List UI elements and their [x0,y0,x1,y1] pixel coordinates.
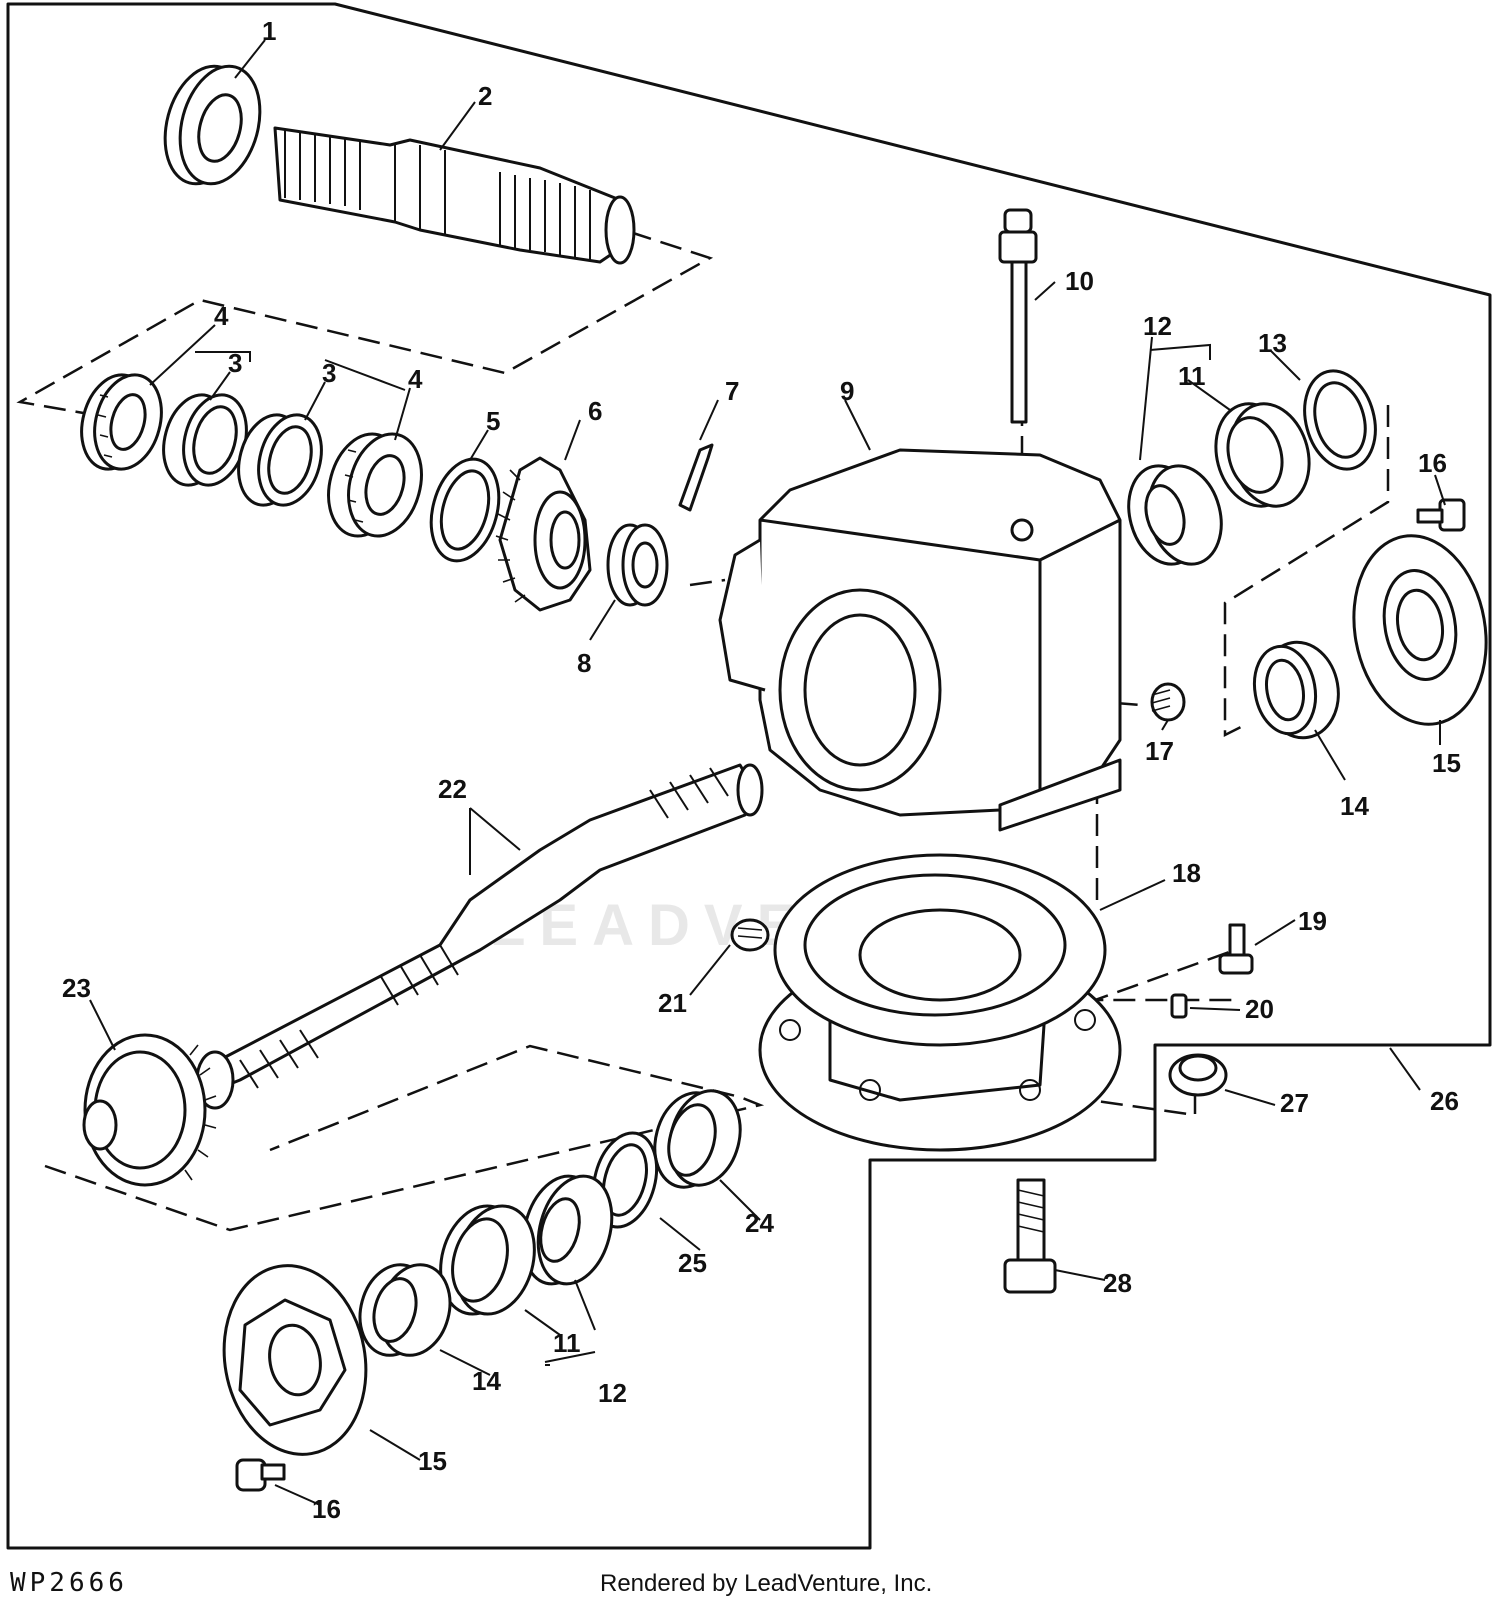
callout-4-right: 4 [408,364,423,394]
callout-14-upper: 14 [1340,791,1369,821]
part-18-base-adapter [758,853,1122,1152]
figure-code: WP2666 [10,1568,128,1598]
callout-15-lower: 15 [418,1446,447,1476]
callout-14-lower: 14 [472,1366,501,1396]
part-13-shim [1303,369,1377,471]
callout-17: 17 [1145,736,1174,766]
callout-3-left: 3 [228,348,242,378]
part-15-flange-lower [222,1264,368,1456]
part-2-input-shaft [273,126,636,265]
callout-11-lower: 11 [553,1328,581,1358]
callout-13: 13 [1258,328,1287,358]
callout-16-lower: 16 [312,1494,341,1524]
leader-lines [89,39,1446,1506]
callout-1: 1 [262,16,276,46]
callout-12-upper: 12 [1143,311,1172,341]
part-1-bearing-ring [163,64,262,186]
callout-8: 8 [577,648,591,678]
part-28-cap-screw [1003,1178,1057,1294]
callout-5: 5 [486,406,500,436]
callout-28: 28 [1103,1268,1132,1298]
part-16-cap-screw-lower [235,1458,286,1492]
part-19-bolt [1218,923,1254,975]
callout-27: 27 [1280,1088,1309,1118]
callout-12-lower: 12 [598,1378,627,1408]
callout-22: 22 [438,774,467,804]
render-credit: Rendered by LeadVenture, Inc. [600,1570,933,1597]
part-12-bearing-cone-upper [1127,464,1223,566]
part-11-bearing-cup-lower [439,1204,536,1316]
callout-9: 9 [840,376,854,406]
callout-19: 19 [1298,906,1327,936]
part-20-dowel-pin [1170,993,1188,1019]
part-27-lock-nut [1168,1053,1228,1097]
callout-4-left: 4 [214,301,229,331]
part-4-bearing-cone-left [80,373,163,471]
part-3-bearing-cup-left [162,393,248,487]
assembly-boundary-line [6,2,1492,1550]
dashed-guide-lines [16,230,1390,1232]
callout-20: 20 [1245,994,1274,1024]
part-4-bearing-cone-right [327,432,423,538]
callout-2: 2 [478,81,492,111]
part-9-gearbox-housing [718,448,1122,832]
callout-6: 6 [588,396,602,426]
part-7-cotter-pin [678,443,714,512]
callout-26: 26 [1430,1086,1459,1116]
part-11-bearing-cup-upper [1214,402,1311,508]
callout-24: 24 [745,1208,774,1238]
part-12-bearing-cone-lower [521,1174,614,1286]
part-17-plug [1150,682,1186,722]
part-23-bevel-gear [82,1033,217,1187]
part-3-bearing-cup-right [237,413,323,507]
callout-15-upper: 15 [1432,748,1461,778]
callout-25: 25 [678,1248,707,1278]
callout-23: 23 [62,973,91,1003]
part-8-castle-nut [606,523,669,607]
callout-16-upper: 16 [1418,448,1447,478]
part-22-output-shaft [195,763,764,1110]
part-15-flange-upper [1352,534,1488,726]
part-14-seal-lower [358,1263,452,1357]
part-14-seal-upper [1252,640,1340,740]
callout-18: 18 [1172,858,1201,888]
callout-labels: 1 2 4 3 3 4 5 6 7 8 9 10 12 11 13 16 17 … [62,16,1461,1524]
part-16-cap-screw-upper [1416,498,1466,532]
part-6-bevel-gear [495,456,592,612]
callout-3-right: 3 [322,358,336,388]
part-24-bearing-cup-lower [653,1089,742,1189]
callout-11-upper: 11 [1178,361,1206,391]
callout-21: 21 [658,988,687,1018]
part-10-dipstick [998,208,1038,424]
part-21-grease-fitting [730,918,770,952]
callout-7: 7 [725,376,739,406]
part-5-shim [429,457,501,563]
callout-10: 10 [1065,266,1094,296]
